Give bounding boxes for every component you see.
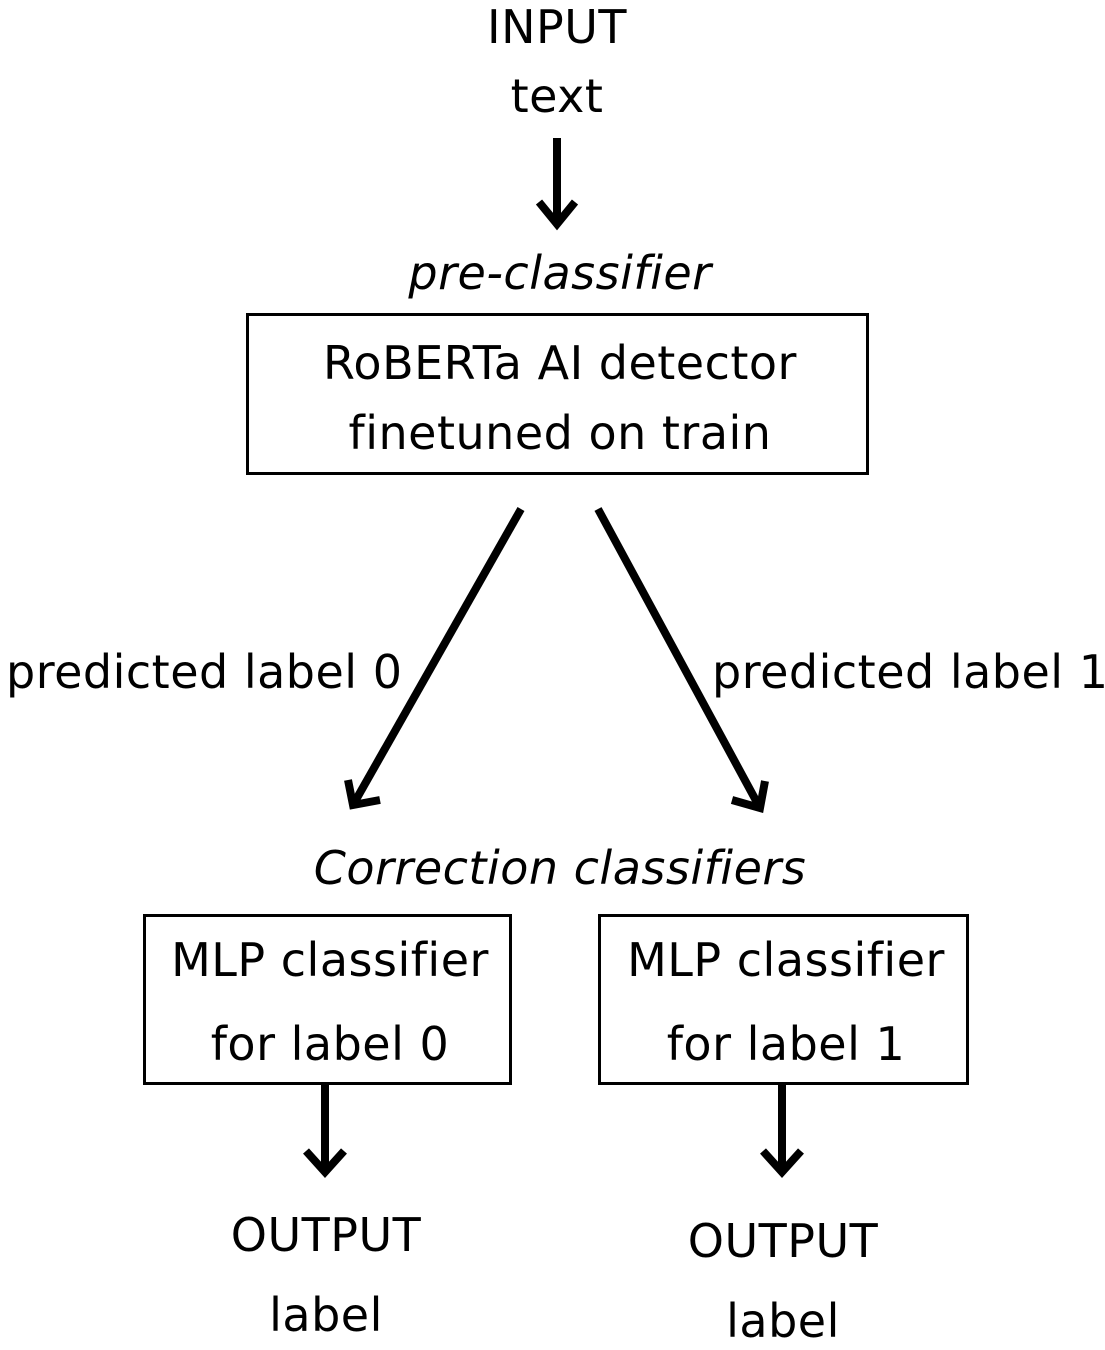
arrow-pre-to-right (594, 507, 764, 810)
arrowhead-left-output (303, 1148, 347, 1178)
arrowhead-left (344, 779, 381, 810)
preclassifier-box: RoBERTa AI detector finetuned on train (246, 313, 869, 475)
arrowhead-right-output (760, 1148, 804, 1178)
input-subtitle: text (510, 69, 604, 123)
preclassifier-box-line2: finetuned on train (348, 406, 772, 460)
mlp-box-label-0: MLP classifier for label 0 (143, 914, 512, 1085)
edge-label-predicted-0: predicted label 0 (6, 645, 403, 699)
mlp-box-0-line2: for label 0 (210, 1017, 450, 1071)
edge-label-predicted-1: predicted label 1 (712, 645, 1105, 699)
input-title: INPUT (487, 0, 627, 54)
output-left-title: OUTPUT (230, 1208, 422, 1262)
output-right-subtitle: label (726, 1294, 840, 1348)
mlp-box-label-1: MLP classifier for label 1 (598, 914, 969, 1085)
mlp-box-1-line2: for label 1 (666, 1017, 906, 1071)
arrowhead-input (535, 199, 579, 231)
output-left-subtitle: label (269, 1288, 383, 1342)
output-right-title: OUTPUT (687, 1214, 879, 1268)
mlp-box-0-line1: MLP classifier (171, 933, 489, 987)
preclassifier-heading: pre-classifier (408, 246, 712, 300)
preclassifier-box-line1: RoBERTa AI detector (323, 336, 797, 390)
arrowhead-right (730, 780, 769, 814)
mlp-box-1-line1: MLP classifier (627, 933, 945, 987)
correction-heading: Correction classifiers (313, 841, 807, 895)
arrow-pre-to-left (349, 507, 525, 807)
